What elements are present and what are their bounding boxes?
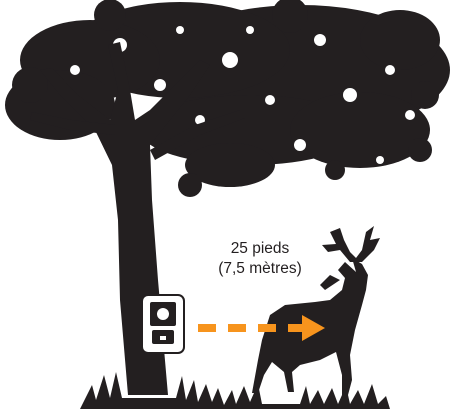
distance-label-feet: 25 pieds: [190, 240, 330, 258]
trail-camera-icon: [142, 295, 184, 353]
distance-label-meters: (7,5 mètres): [190, 260, 330, 278]
dashed-arrow: [198, 315, 325, 341]
